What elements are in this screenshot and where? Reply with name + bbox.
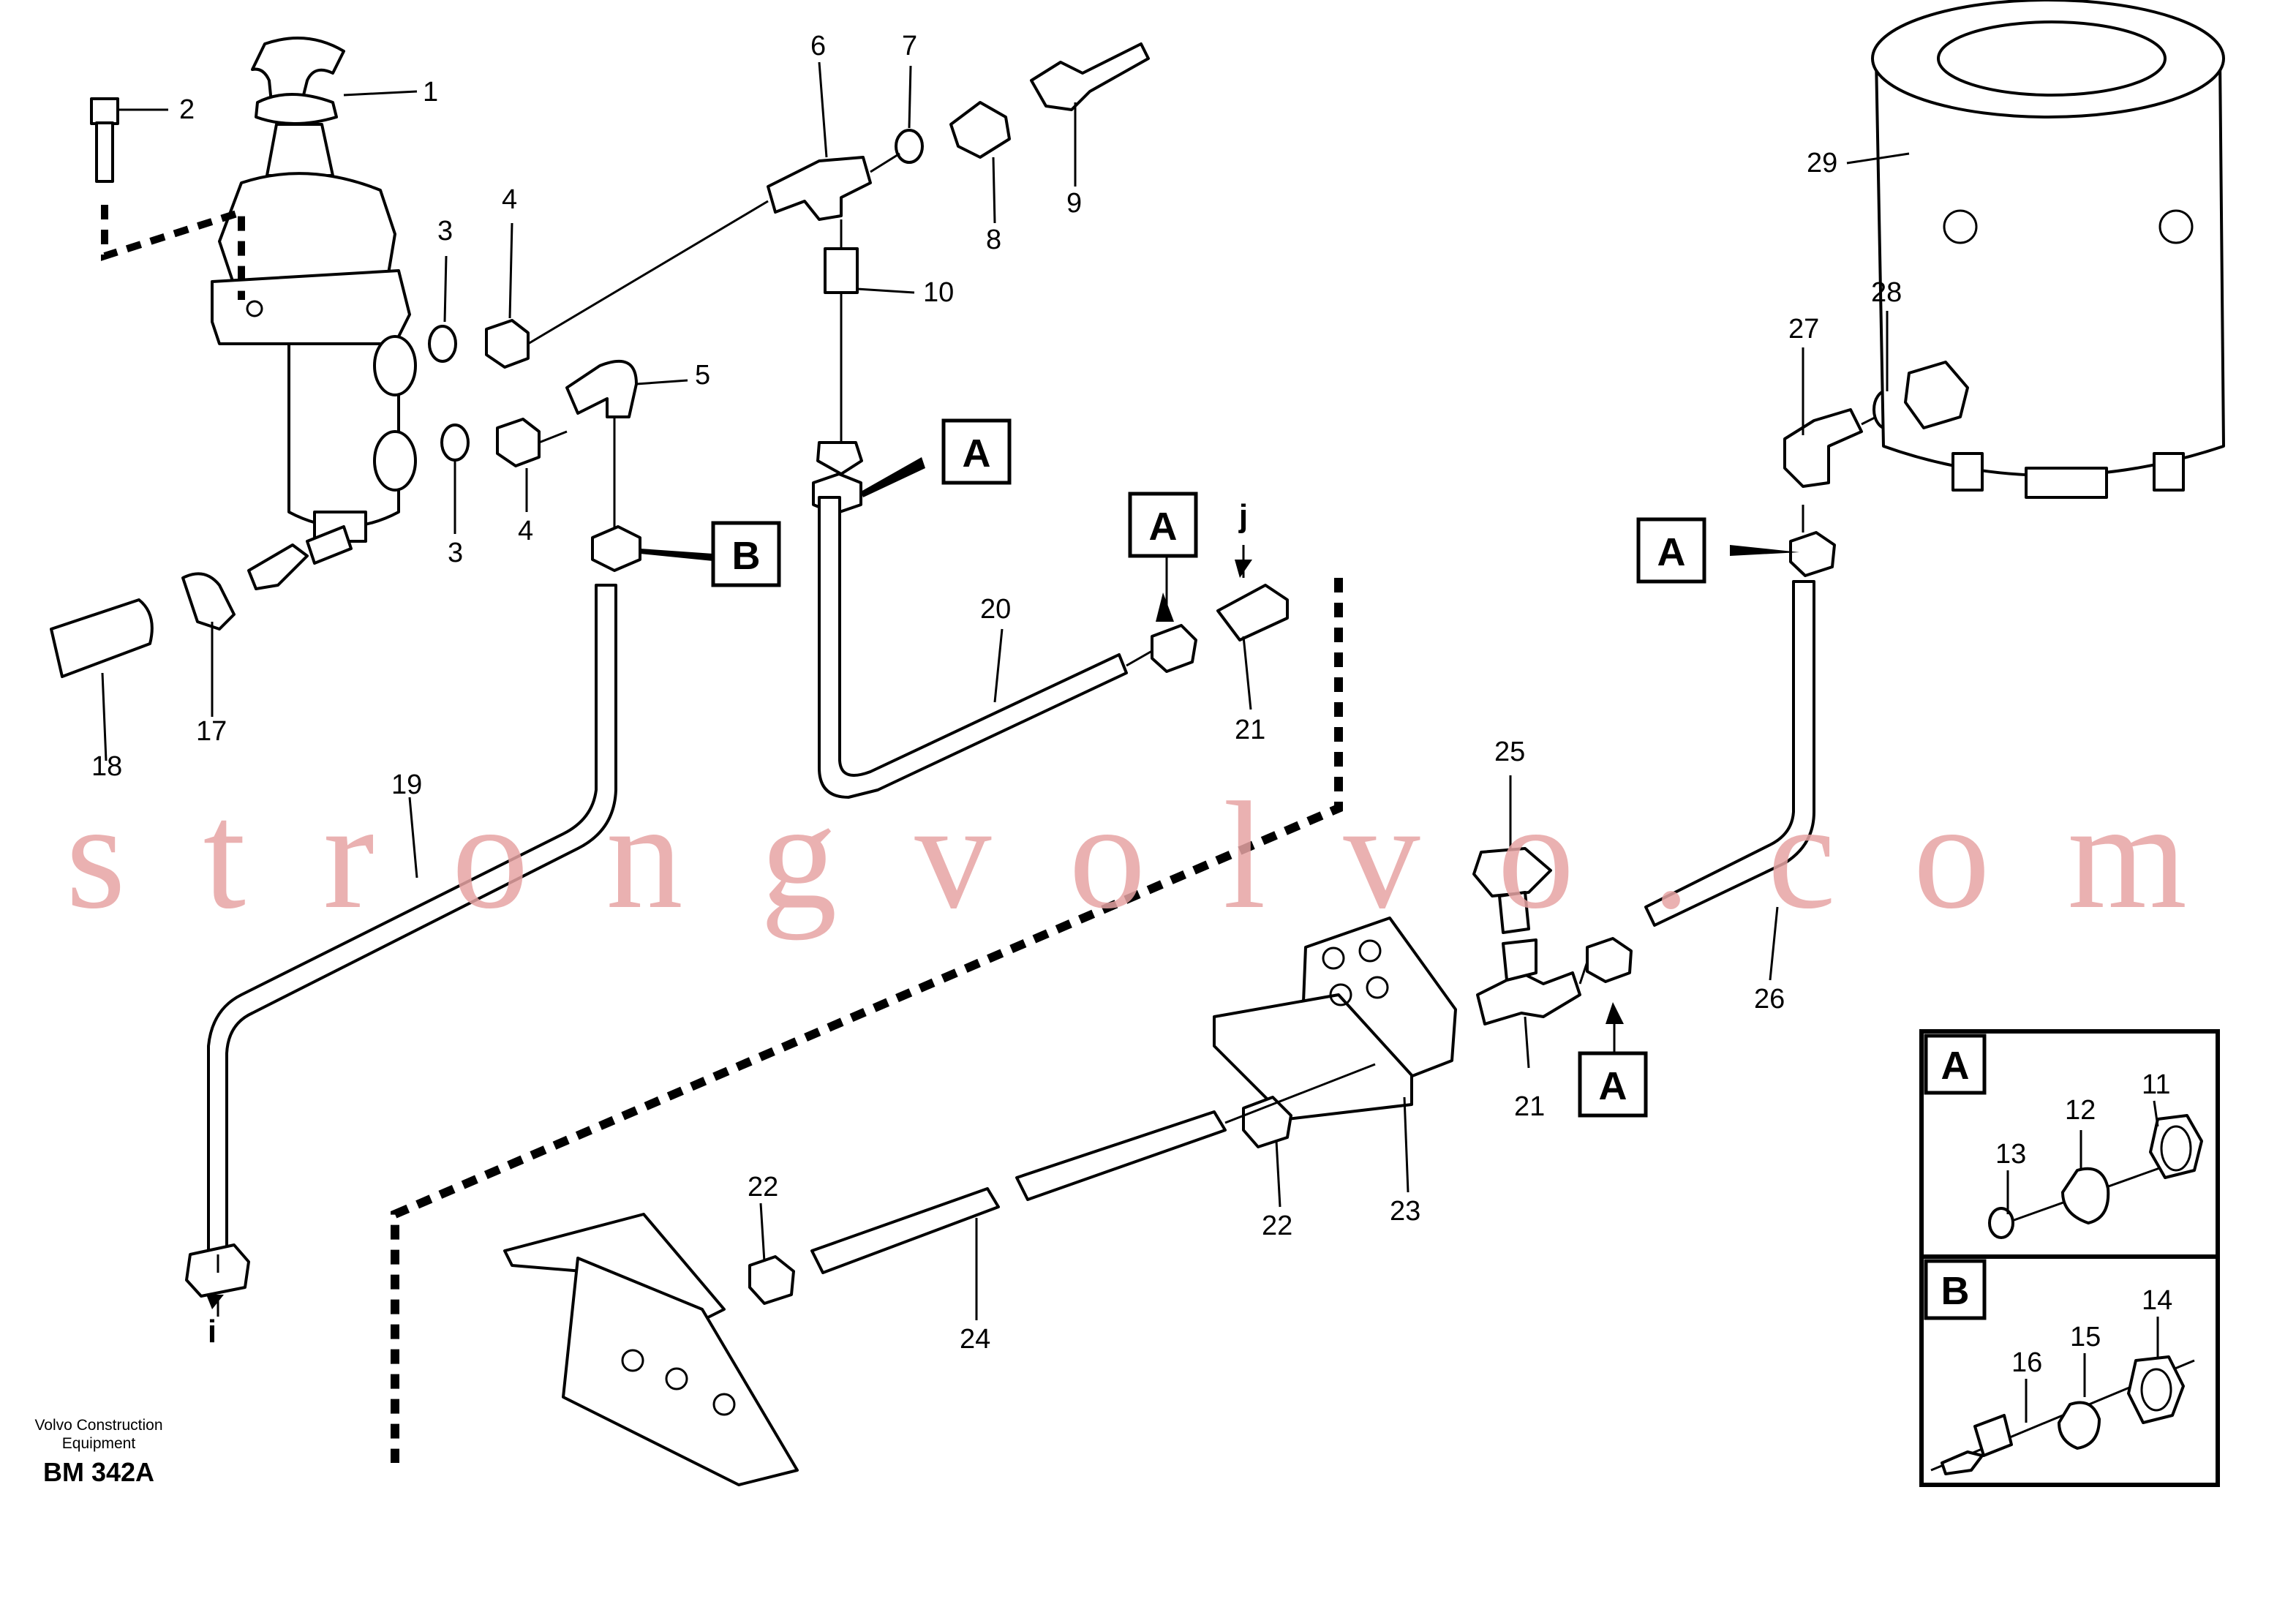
ref-box-b: B	[711, 521, 781, 587]
inset-label-12: 12	[2065, 1095, 2096, 1126]
inlet-hose	[50, 525, 353, 678]
label-5: 5	[695, 360, 710, 391]
inset-label-14: 14	[2142, 1285, 2172, 1316]
watermark: strongvolvo.com	[66, 771, 2187, 941]
label-8: 8	[986, 225, 1001, 255]
label-21-lower: 21	[1514, 1091, 1545, 1122]
brand-block: Volvo Construction Equipment BM 342A	[34, 1417, 162, 1487]
ref-box-a3: A	[1636, 517, 1706, 584]
label-26: 26	[1754, 984, 1785, 1015]
label-25: 25	[1494, 737, 1525, 767]
label-28: 28	[1871, 277, 1902, 308]
label-9: 9	[1066, 188, 1082, 219]
part-numbers: 1 2 3 4 3 4 5 6 7 8 9 10 17 18 19 20 21 …	[91, 31, 1902, 1355]
ref-box-a4: A	[1578, 1051, 1648, 1118]
hand-primer-pump	[211, 37, 417, 543]
inset-label-13: 13	[1995, 1139, 2026, 1170]
label-2: 2	[179, 94, 195, 125]
washer-nut-set	[428, 319, 541, 467]
label-3-lower: 3	[448, 538, 463, 568]
elbow-fitting	[565, 359, 638, 418]
inset-a-letter: A	[1941, 1044, 1970, 1088]
label-10: 10	[923, 277, 954, 308]
label-24: 24	[960, 1324, 990, 1355]
inset-a: A 13 12 11	[1924, 1034, 2203, 1239]
inset-label-11: 11	[2142, 1069, 2170, 1100]
swivel-housing	[1871, 0, 2225, 499]
label-4-upper: 4	[502, 184, 517, 215]
label-j: j	[1238, 498, 1248, 534]
label-20: 20	[980, 594, 1011, 625]
inset-label-16: 16	[2011, 1347, 2042, 1378]
label-6: 6	[810, 31, 826, 61]
leader-lines	[101, 61, 1910, 1320]
ref-letter: A	[963, 432, 991, 475]
ref-letter: B	[732, 534, 761, 578]
label-7: 7	[902, 31, 917, 61]
diagram-code: BM 342A	[43, 1457, 154, 1487]
label-19: 19	[391, 769, 422, 800]
upper-fittings	[767, 42, 1150, 475]
label-1: 1	[423, 77, 438, 108]
inset-b: B 16 15 14	[1924, 1259, 2195, 1475]
tube-26	[1644, 505, 1836, 927]
screw	[90, 97, 245, 300]
label-27: 27	[1788, 314, 1819, 345]
tube-24	[748, 1063, 1376, 1305]
connection-lines	[527, 152, 900, 534]
label-21-upper: 21	[1235, 715, 1265, 745]
label-4-lower: 4	[518, 516, 533, 546]
inset-b-letter: B	[1941, 1269, 1970, 1313]
inset-label-15: 15	[2070, 1322, 2101, 1352]
bracket-lower	[503, 1213, 799, 1486]
label-29: 29	[1807, 148, 1837, 178]
tube-19	[185, 525, 641, 1298]
detail-inset: A 13 12 11 B 16 15 14	[1919, 1029, 2220, 1487]
ref-letter: A	[1599, 1064, 1627, 1108]
label-3-upper: 3	[437, 216, 453, 246]
ref-box-a2: A	[1128, 492, 1198, 558]
brand-line-2: Equipment	[62, 1435, 136, 1452]
label-22-right: 22	[1262, 1211, 1292, 1241]
bracket-23	[1213, 917, 1457, 1121]
brand-line-1: Volvo Construction	[34, 1417, 162, 1434]
ref-letter: A	[1657, 530, 1686, 574]
frame-boundary	[391, 578, 1343, 1463]
label-23: 23	[1390, 1196, 1420, 1227]
label-18: 18	[91, 751, 122, 782]
label-22-left: 22	[748, 1172, 778, 1203]
tube-20	[812, 473, 1289, 799]
center-tee-valve	[1242, 847, 1633, 1148]
label-i: i	[208, 1314, 217, 1350]
label-17: 17	[196, 716, 227, 747]
ref-letter: A	[1149, 505, 1178, 549]
ref-box-a1: A	[941, 418, 1012, 485]
